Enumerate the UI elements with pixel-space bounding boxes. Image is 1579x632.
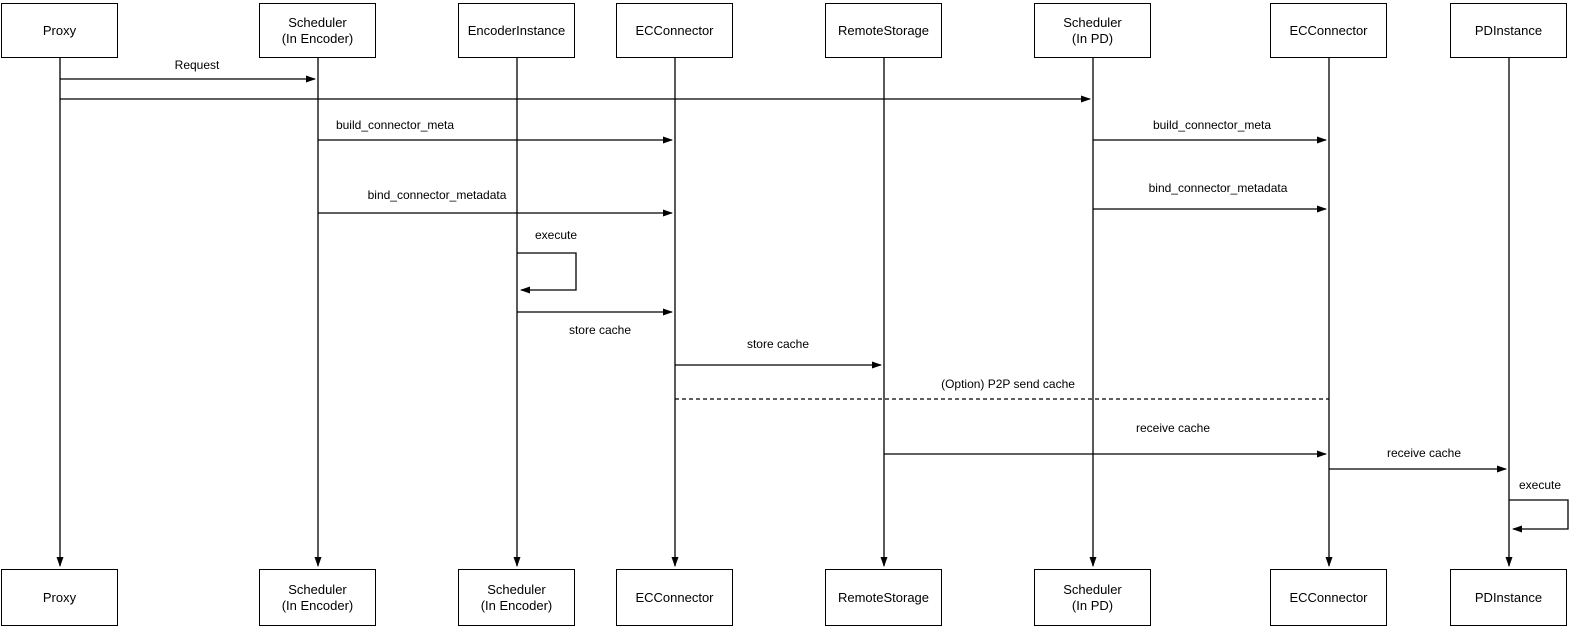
participant-bottom-pd-instance: PDInstance — [1450, 569, 1567, 626]
message-label-receive-cache-remote: receive cache — [1133, 421, 1213, 436]
message-label-p2p-send-cache: (Option) P2P send cache — [939, 377, 1077, 392]
participant-top-pd-instance: PDInstance — [1450, 3, 1567, 58]
participant-bottom-ec-connector-pd: ECConnector — [1270, 569, 1387, 626]
participant-bottom-remote-storage: RemoteStorage — [825, 569, 942, 626]
participant-top-ec-connector-pd: ECConnector — [1270, 3, 1387, 58]
message-self-loop-execute-encoder — [517, 252, 577, 294]
participant-bottom-scheduler-in-pd: Scheduler (In PD) — [1034, 569, 1151, 626]
participant-bottom-proxy: Proxy — [1, 569, 118, 626]
participant-top-proxy: Proxy — [1, 3, 118, 58]
message-label-bind-connector-metadata-enc: bind_connector_metadata — [365, 188, 509, 203]
participant-bottom-ec-connector-encoder: ECConnector — [616, 569, 733, 626]
message-label-receive-cache-pd: receive cache — [1384, 446, 1464, 461]
message-label-request: Request — [172, 58, 222, 73]
message-label-store-cache-instance: store cache — [566, 323, 634, 338]
participant-top-encoder-instance: EncoderInstance — [458, 3, 575, 58]
participant-top-scheduler-in-encoder: Scheduler (In Encoder) — [259, 3, 376, 58]
message-label-build-connector-meta-pd: build_connector_meta — [1150, 118, 1274, 133]
participant-top-ec-connector-encoder: ECConnector — [616, 3, 733, 58]
message-label-execute-pd: execute — [1516, 478, 1564, 493]
participant-top-remote-storage: RemoteStorage — [825, 3, 942, 58]
message-label-build-connector-meta-enc: build_connector_meta — [333, 118, 457, 133]
message-self-loop-execute-pd — [1509, 499, 1569, 533]
message-label-execute-encoder: execute — [532, 228, 580, 243]
participant-top-scheduler-in-pd: Scheduler (In PD) — [1034, 3, 1151, 58]
message-label-bind-connector-metadata-pd: bind_connector_metadata — [1146, 181, 1290, 196]
participant-bottom-scheduler-in-encoder: Scheduler (In Encoder) — [259, 569, 376, 626]
message-label-store-cache-remote: store cache — [744, 337, 812, 352]
participant-bottom-encoder-instance: Scheduler (In Encoder) — [458, 569, 575, 626]
